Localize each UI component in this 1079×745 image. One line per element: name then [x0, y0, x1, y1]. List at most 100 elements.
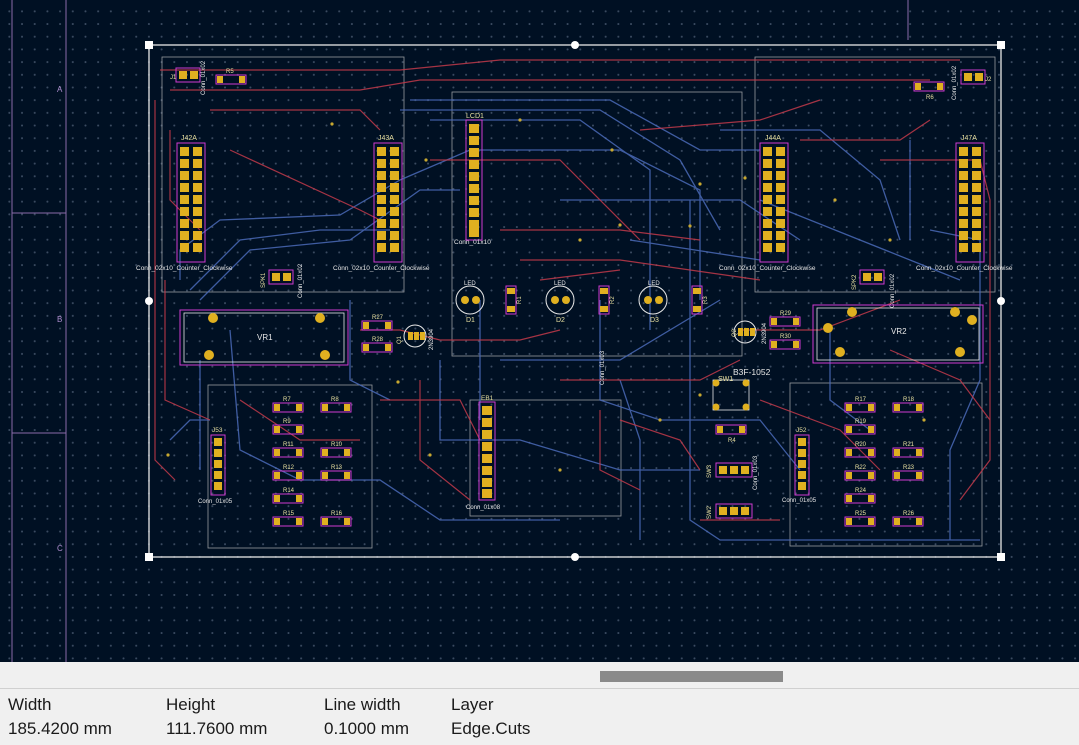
ref-j44a: J44A	[765, 135, 781, 142]
ref-sw1: SW1	[718, 376, 733, 383]
transistor-q1[interactable]	[403, 324, 427, 348]
switch-sw3[interactable]	[715, 462, 753, 478]
layer-field: Layer Edge.Cuts	[451, 693, 530, 741]
ref-j47a: J47A	[961, 135, 977, 142]
resistor-r7[interactable]	[272, 402, 304, 413]
ref-j2: J2	[985, 77, 992, 83]
ref-r30: R30	[780, 334, 792, 340]
val-j2: Conn_01x02	[952, 65, 958, 100]
pcb-canvas[interactable]: A B C	[0, 0, 1079, 662]
resistor-r18[interactable]	[892, 402, 924, 413]
ref-r19: R19	[855, 419, 867, 425]
ref-j53: J53	[212, 427, 223, 434]
resistor-r4[interactable]	[715, 424, 747, 435]
height-value: 111.7600 mm	[166, 719, 268, 738]
val-d2: LED	[554, 281, 566, 287]
ref-r17: R17	[855, 397, 867, 403]
ref-r11: R11	[283, 442, 294, 448]
val-q2: 2N3904	[762, 322, 768, 344]
potentiometer-vr1[interactable]	[179, 309, 349, 366]
resistor-r27[interactable]	[361, 320, 393, 331]
resistor-r23[interactable]	[892, 470, 924, 481]
line-width-value: 0.1000 mm	[324, 719, 410, 738]
scrollbar-thumb[interactable]	[600, 671, 783, 682]
switch-sw2[interactable]	[715, 503, 753, 519]
ref-r5: R5	[226, 69, 234, 75]
horizontal-scrollbar[interactable]	[0, 662, 1079, 688]
resistor-r25[interactable]	[844, 516, 876, 527]
connector-lcd1[interactable]	[465, 119, 483, 241]
layer-value: Edge.Cuts	[451, 719, 531, 738]
resistor-r30[interactable]	[769, 339, 801, 350]
led-d3[interactable]	[638, 285, 668, 315]
ref-d3: D3	[650, 317, 659, 324]
val-j52: Conn_01x05	[782, 498, 817, 504]
resistor-r9[interactable]	[272, 424, 304, 435]
connector-j42a[interactable]	[176, 142, 206, 263]
resistor-r21[interactable]	[892, 447, 924, 458]
resistor-r19[interactable]	[844, 424, 876, 435]
resistor-r2[interactable]	[598, 285, 610, 315]
resistor-r20[interactable]	[844, 447, 876, 458]
connector-j1[interactable]	[175, 67, 201, 83]
width-value: 185.4200 mm	[8, 719, 112, 738]
resistor-r8[interactable]	[320, 402, 352, 413]
val-j1: Conn_01x02	[201, 60, 207, 95]
val-sw1: B3F-1052	[733, 367, 771, 377]
connector-eb1[interactable]	[478, 401, 496, 501]
resistor-r29[interactable]	[769, 316, 801, 327]
resistor-r1[interactable]	[505, 285, 517, 315]
ref-r14: R14	[283, 488, 295, 494]
ref-j52: J52	[796, 427, 807, 434]
ref-r13: R13	[331, 465, 343, 471]
connector-j44a[interactable]	[759, 142, 789, 263]
connector-j47a[interactable]	[955, 142, 985, 263]
resistor-r13[interactable]	[320, 470, 352, 481]
connector-spk2[interactable]	[859, 269, 885, 285]
ref-vr1: VR1	[257, 333, 273, 342]
resistor-r3[interactable]	[691, 285, 703, 315]
resistor-r28[interactable]	[361, 342, 393, 353]
resistor-r11[interactable]	[272, 447, 304, 458]
resistor-r26[interactable]	[892, 516, 924, 527]
sheet-frame	[11, 0, 909, 662]
board-outline[interactable]	[145, 41, 1005, 561]
resistor-r16[interactable]	[320, 516, 352, 527]
val-spk2: Conn_01x02	[890, 273, 896, 308]
resistor-r15[interactable]	[272, 516, 304, 527]
switch-sw1[interactable]	[712, 379, 750, 411]
val-q1: 2N3904	[429, 328, 435, 350]
ref-r15: R15	[283, 511, 295, 517]
connector-spk1[interactable]	[268, 269, 294, 285]
led-d1[interactable]	[455, 285, 485, 315]
ref-r28: R28	[372, 337, 384, 343]
resistor-r6[interactable]	[913, 81, 945, 92]
led-d2[interactable]	[545, 285, 575, 315]
silkscreen-boxes	[161, 56, 996, 549]
val-d1: LED	[464, 281, 476, 287]
ref-r26: R26	[903, 511, 915, 517]
layer-label: Layer	[451, 695, 494, 714]
connector-j52[interactable]	[794, 434, 810, 496]
connector-j53[interactable]	[210, 434, 226, 496]
height-field: Height 111.7600 mm	[166, 693, 267, 741]
potentiometer-vr2[interactable]	[812, 304, 984, 364]
ref-r1: R1	[517, 296, 523, 304]
resistor-r5[interactable]	[215, 74, 247, 85]
resistor-r24[interactable]	[844, 493, 876, 504]
transistor-q2[interactable]	[733, 320, 757, 344]
line-width-label: Line width	[324, 695, 401, 714]
resistor-r10[interactable]	[320, 447, 352, 458]
connector-j43a[interactable]	[373, 142, 403, 263]
ref-j43a: J43A	[378, 135, 394, 142]
connector-j2[interactable]	[960, 69, 986, 85]
resistor-r17[interactable]	[844, 402, 876, 413]
resistor-r14[interactable]	[272, 493, 304, 504]
ref-r7: R7	[283, 397, 291, 403]
ref-r12: R12	[283, 465, 295, 471]
val-spk1: Conn_01x02	[298, 263, 304, 298]
ref-lcd1: LCD1	[466, 113, 484, 120]
resistor-r22[interactable]	[844, 470, 876, 481]
resistor-r12[interactable]	[272, 470, 304, 481]
